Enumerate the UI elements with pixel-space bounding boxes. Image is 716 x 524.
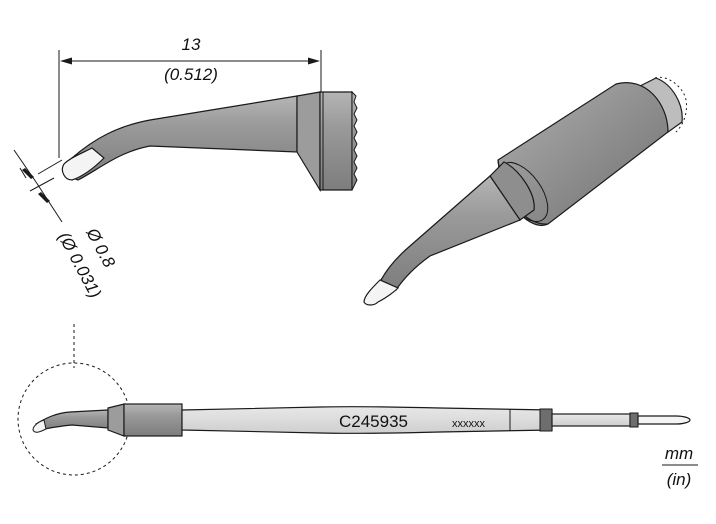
units-mm-label: mm — [665, 444, 693, 463]
length-in-label: (0.512) — [164, 65, 218, 84]
tip-full-view: C245935 xxxxxx — [17, 324, 691, 476]
length-mm-label: 13 — [182, 35, 201, 54]
part-number-label: C245935 — [339, 412, 408, 431]
units-legend: mm (in) — [662, 444, 698, 489]
length-dimension: 13 (0.512) — [58, 35, 322, 158]
units-in-label: (in) — [667, 470, 692, 489]
lot-mark-label: xxxxxx — [452, 418, 486, 430]
tip-3d-view — [363, 76, 687, 306]
tip-side-view — [61, 90, 358, 193]
